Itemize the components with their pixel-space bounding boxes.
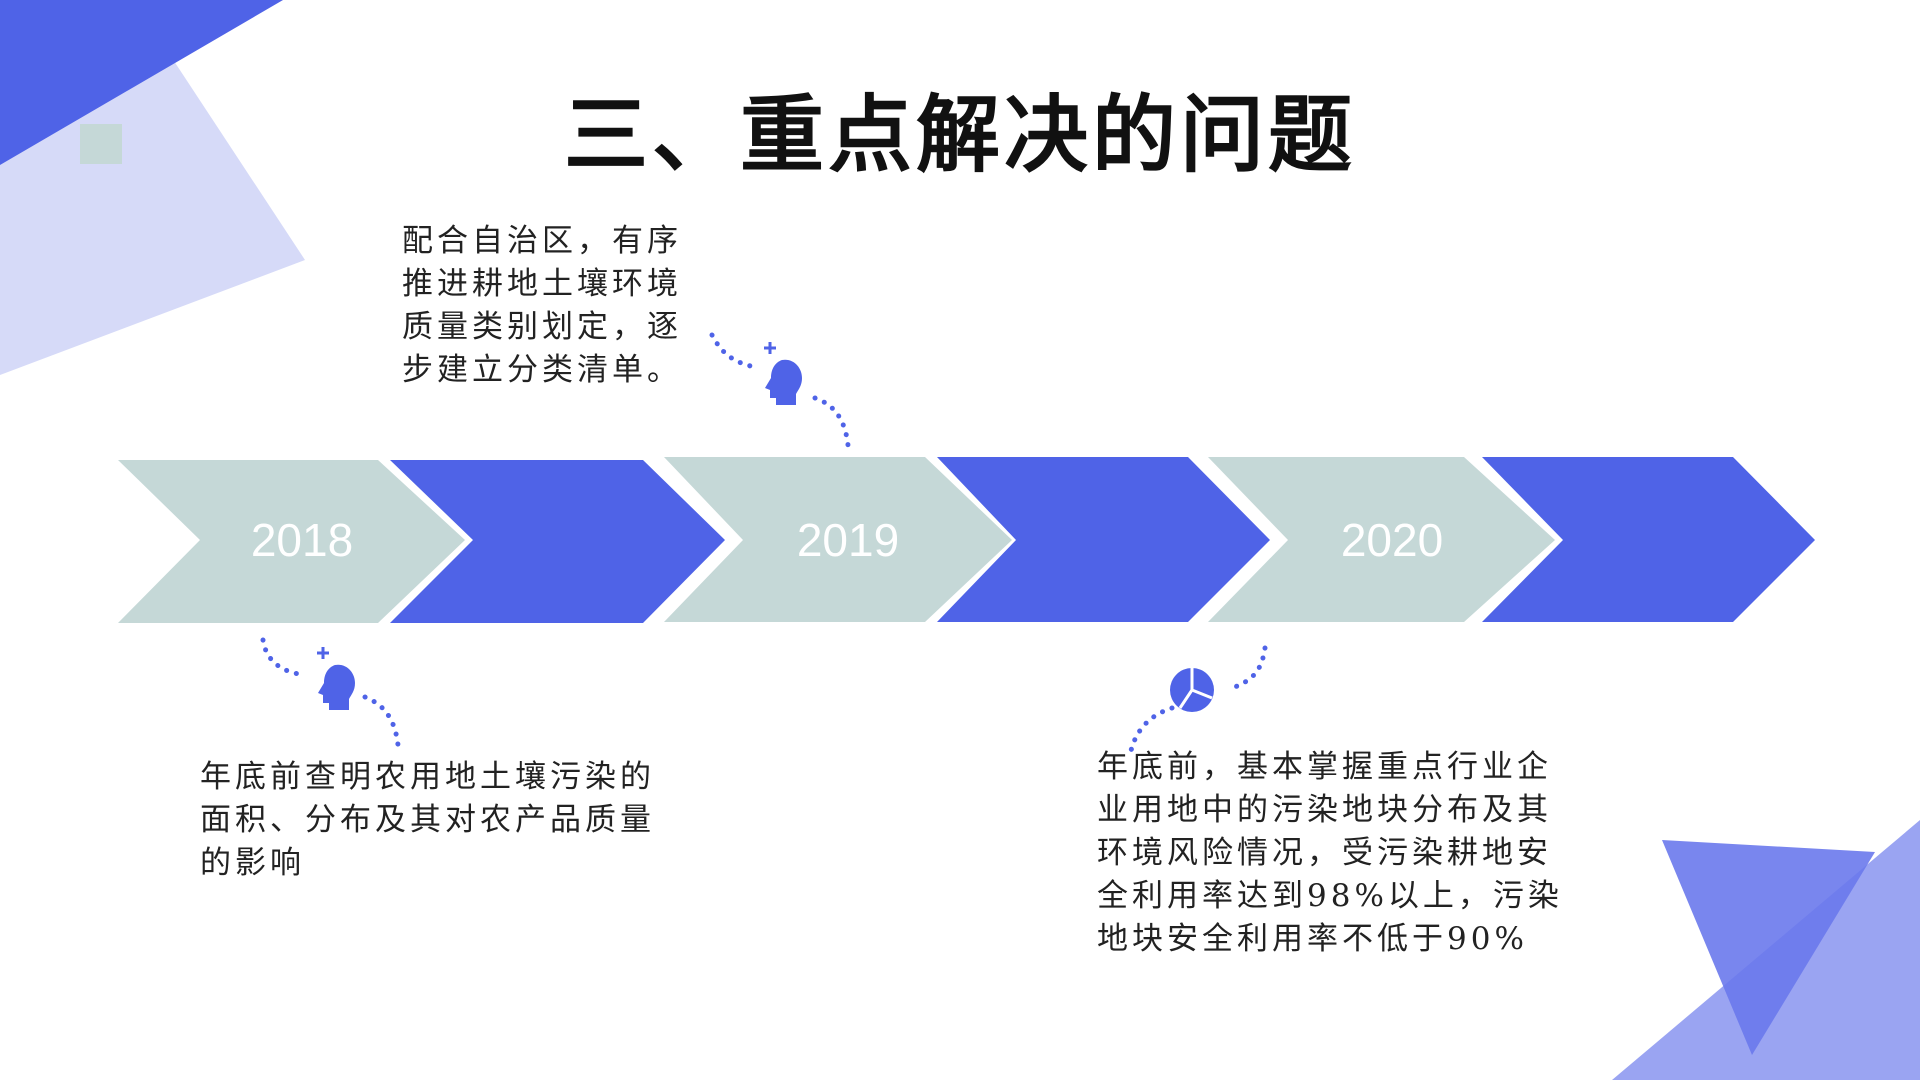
dotted-connector-2018 [260, 637, 401, 748]
note-line: 年底前查明农用地土壤污染的 [200, 759, 655, 795]
chevron-2020-blue [1482, 457, 1815, 622]
chevron-2018-sage [118, 460, 465, 623]
chevron-2019-blue [937, 457, 1270, 622]
note-line: 面积、分布及其对农产品质量 [200, 802, 655, 838]
top-left-blue-triangle [0, 0, 283, 165]
note-2020: 年底前，基本掌握重点行业企 业用地中的污染地块分布及其 环境风险情况，受污染耕地… [1097, 746, 1563, 961]
note-line: 的影响 [200, 845, 305, 881]
note-line: 全利用率达到98%以上，污染 [1097, 878, 1563, 914]
timeline-year-2019: 2019 [796, 514, 900, 566]
chevron-2019-sage [664, 457, 1012, 622]
note-line: 步建立分类清单。 [402, 352, 682, 388]
note-line: 推进耕地土壤环境 [402, 266, 682, 302]
chevron-2018-blue [390, 460, 725, 623]
dotted-connector-2019 [709, 332, 851, 448]
note-line: 年底前，基本掌握重点行业企 [1097, 749, 1552, 785]
note-line: 配合自治区，有序 [402, 223, 682, 259]
page-title: 三、重点解决的问题 [563, 85, 1356, 184]
chevron-2020-sage [1208, 457, 1555, 622]
note-2019: 配合自治区，有序 推进耕地土壤环境 质量类别划定，逐 步建立分类清单。 [402, 220, 682, 392]
head-plus-icon [764, 342, 802, 405]
note-2018: 年底前查明农用地土壤污染的 面积、分布及其对农产品质量 的影响 [200, 756, 655, 885]
note-line: 环境风险情况，受污染耕地安 [1097, 835, 1552, 871]
pie-chart-icon [1170, 668, 1214, 712]
note-line: 质量类别划定，逐 [402, 309, 682, 345]
note-line: 地块安全利用率不低于90% [1097, 921, 1528, 957]
dotted-connector-2020 [1127, 645, 1268, 758]
top-left-light-triangle [0, 55, 305, 375]
timeline-year-2018: 2018 [250, 514, 354, 566]
note-line: 业用地中的污染地块分布及其 [1097, 792, 1552, 828]
head-plus-icon [317, 647, 355, 710]
top-left-sage-square [80, 124, 122, 164]
timeline-year-2020: 2020 [1340, 514, 1444, 566]
bottom-right-blue-triangle [1662, 840, 1875, 1055]
